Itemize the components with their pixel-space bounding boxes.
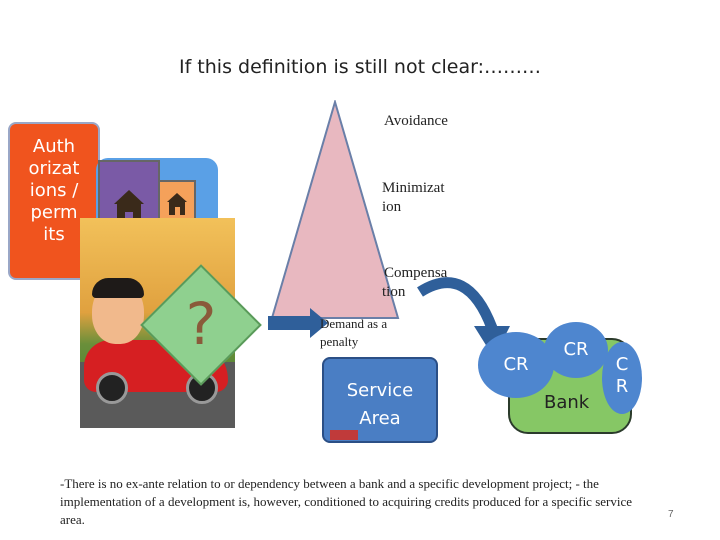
bank-label: Bank xyxy=(544,392,590,413)
credit-bubble-left: CR xyxy=(478,332,554,398)
demand-penalty-label-1: Demand as a xyxy=(320,316,388,331)
house-icon xyxy=(158,180,196,224)
compensation-label-2: tion xyxy=(382,284,406,300)
avoidance-label: Avoidance xyxy=(384,113,448,129)
page-number: 7 xyxy=(668,509,674,520)
credit-bubble-right: C R xyxy=(602,342,642,414)
credit-right-line-2: R xyxy=(615,376,629,397)
car-wheel-image xyxy=(96,372,128,404)
authorizations-permits-box: Auth orizat ions / perm its xyxy=(8,122,100,280)
slide-title: If this definition is still not clear:……… xyxy=(178,56,542,78)
demand-penalty-label-2: penalty xyxy=(320,334,359,349)
auth-line: its xyxy=(43,224,65,245)
credit-bubble-top: CR xyxy=(544,322,608,378)
auth-line: orizat xyxy=(28,158,80,179)
minimization-label-1: Minimizat xyxy=(382,180,445,196)
right-arrow-icon xyxy=(268,308,328,338)
man-hair-image xyxy=(92,278,144,298)
service-area-line-1: Service xyxy=(346,380,414,401)
question-mark-icon: ? xyxy=(185,290,217,358)
service-area-box: Service Area xyxy=(322,357,438,443)
mitigation-triangle xyxy=(270,100,400,319)
auth-line: Auth xyxy=(32,136,76,157)
compensation-label-1: Compensa xyxy=(384,265,448,281)
credit-right-line-1: C xyxy=(615,354,629,375)
minimization-label-2: ion xyxy=(382,199,402,215)
auth-line: ions / xyxy=(29,180,79,201)
auth-line: perm xyxy=(30,202,78,223)
service-area-line-2: Area xyxy=(359,408,401,429)
footer-text: -There is no ex-ante relation to or depe… xyxy=(60,476,633,527)
service-area-marker xyxy=(330,430,358,440)
